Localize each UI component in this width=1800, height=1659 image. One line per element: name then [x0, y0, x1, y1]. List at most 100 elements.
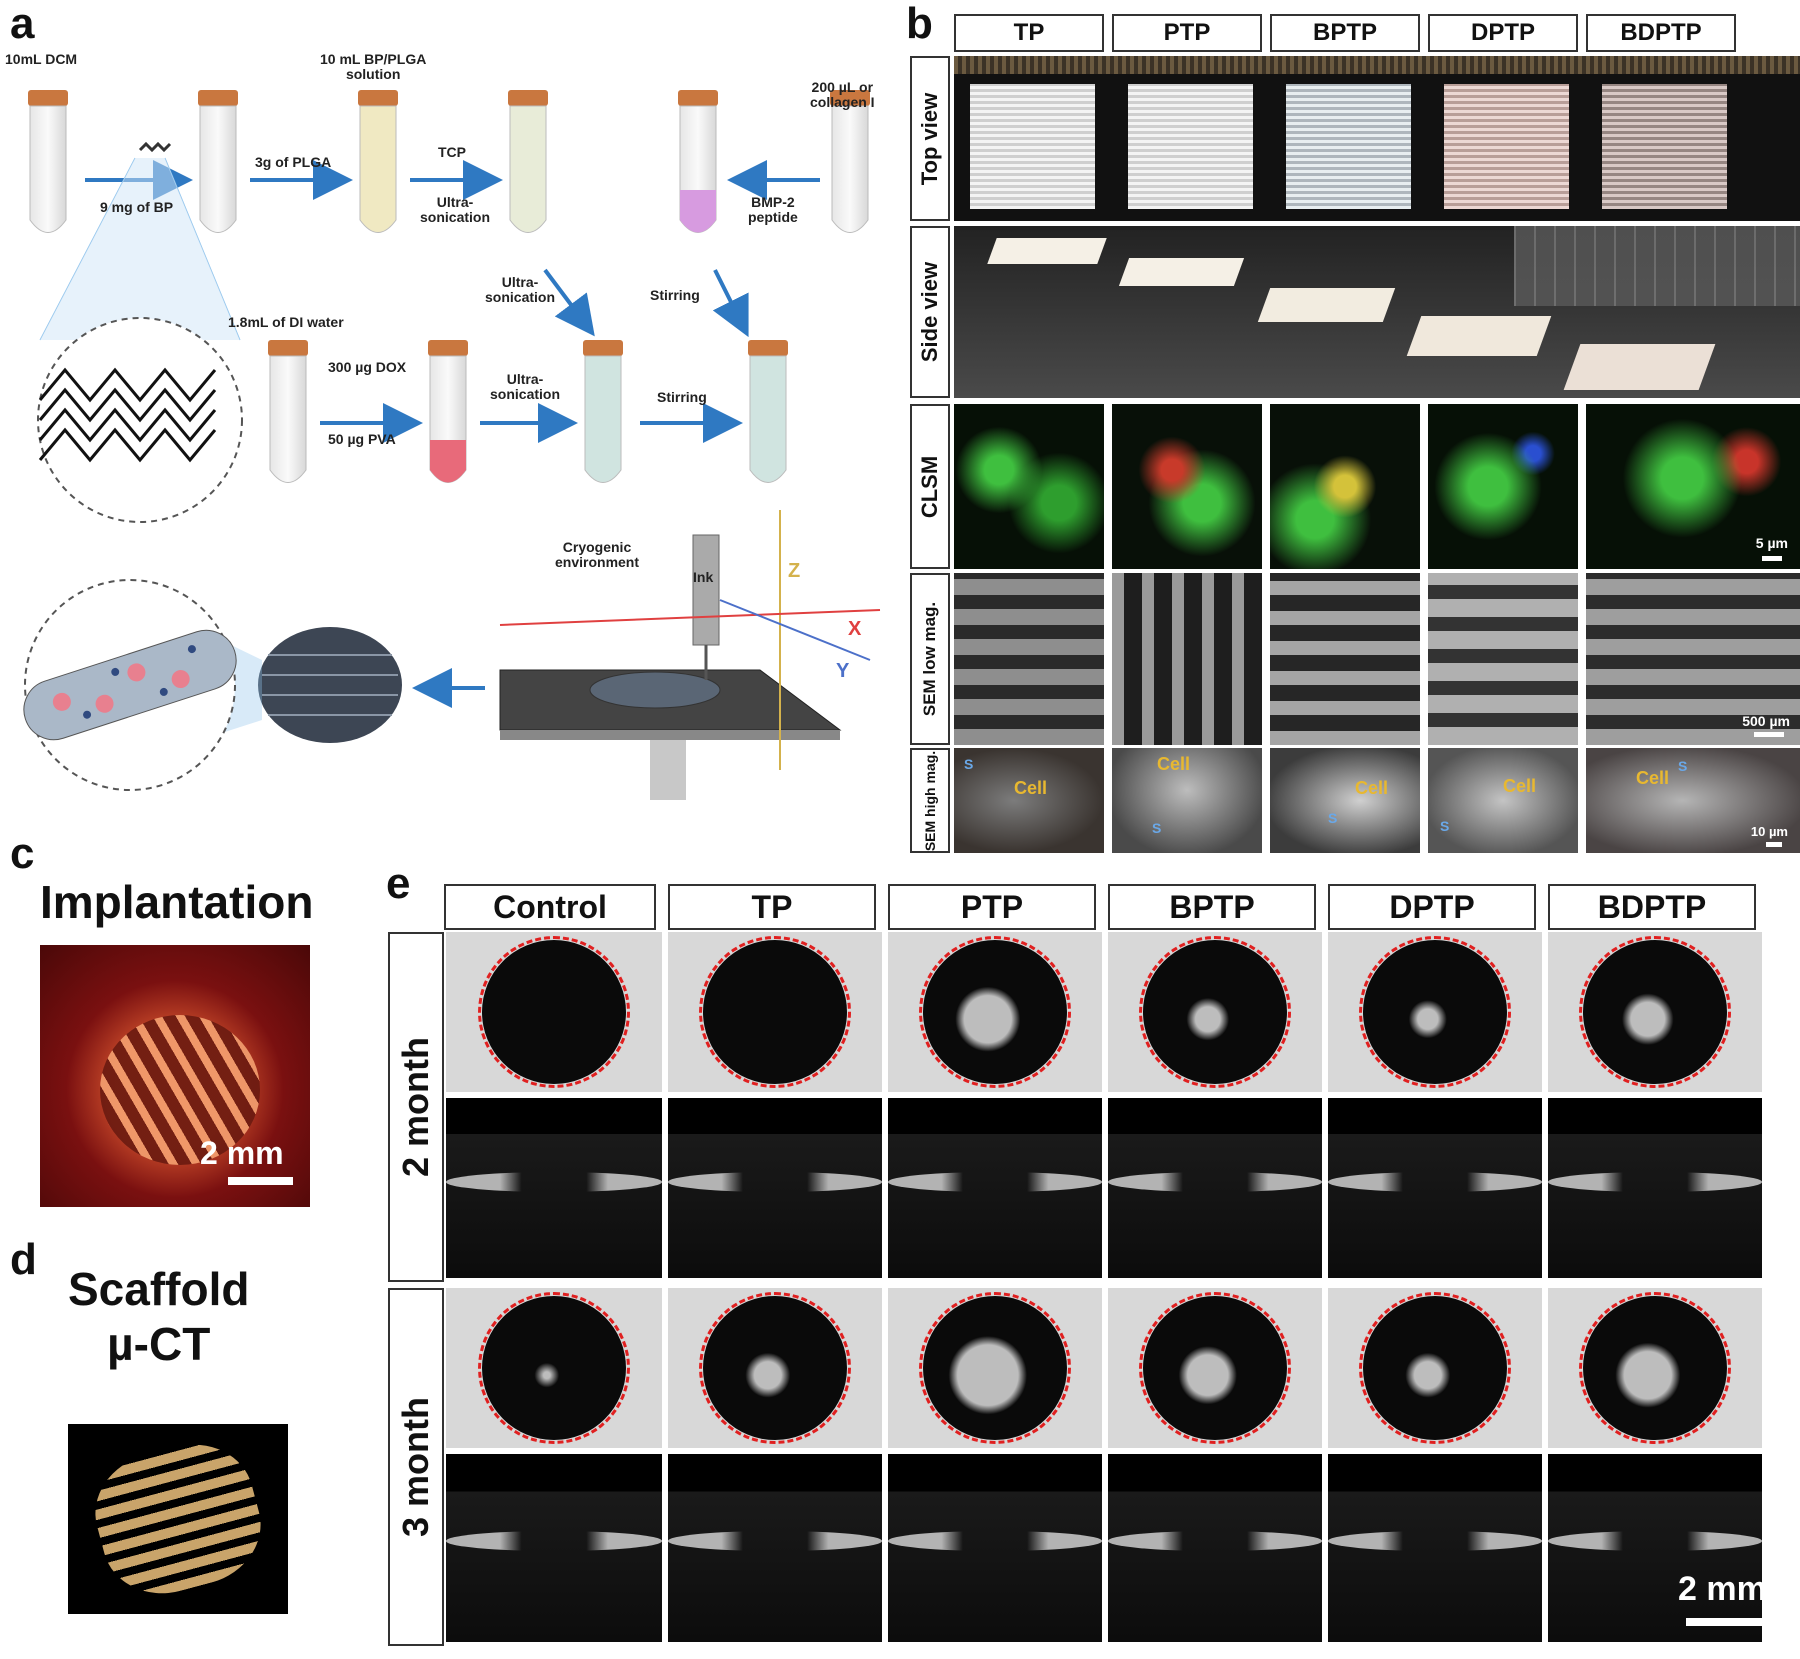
ct-3d-tp-2month [668, 932, 882, 1092]
dashed-circle [919, 1292, 1071, 1444]
bone-section [888, 1171, 1102, 1192]
ct-3d-control-3month [446, 1288, 662, 1448]
e-row-label-3month: 3 month [388, 1288, 444, 1646]
scale-bar-sem-high [1766, 842, 1782, 847]
clsm-dptp [1428, 404, 1578, 569]
label-ink: Ink [693, 569, 714, 585]
panel-letter-c: c [10, 829, 35, 878]
ct-slice-ptp-2month [888, 1098, 1102, 1278]
scaffold-side-bptp [1257, 288, 1396, 322]
sem-low-bptp [1270, 573, 1420, 745]
dashed-circle [1359, 1292, 1511, 1444]
s-label: S [1152, 820, 1162, 836]
scaffold-side-tp [987, 238, 1107, 264]
ct-3d-bptp-2month [1108, 932, 1322, 1092]
label-bp-plga: 10 mL BP/PLGA solution [320, 51, 427, 83]
label-stirring-1: Stirring [650, 287, 700, 303]
top-view-strip [954, 56, 1800, 221]
col-header-bdptp: BDPTP [1586, 14, 1736, 52]
scaffold-ct-image [68, 1424, 288, 1614]
ct-slice-dptp-2month [1328, 1098, 1542, 1278]
col-header-tp: TP [954, 14, 1104, 52]
clsm-bptp [1270, 404, 1420, 569]
tube-collagen [830, 90, 870, 233]
scale-label-ct: 2 mm [1678, 1570, 1767, 1608]
scaffold-disc [258, 627, 402, 743]
e-col-header-ptp: PTP [888, 884, 1096, 930]
bone-section [1108, 1530, 1322, 1551]
bone-section [1328, 1171, 1542, 1192]
sem-low-tp [954, 573, 1104, 745]
label-stirring-2: Stirring [657, 389, 707, 405]
panel-a-schematic: 10mL DCM 10 mL BP/PLGA solution 200 µL o… [0, 40, 900, 830]
dashed-circle [699, 936, 851, 1088]
scale-label-implant: 2 mm [200, 1135, 284, 1171]
sem-high-tp: Cell S [954, 748, 1104, 853]
bone-section [668, 1530, 882, 1551]
panel-letter-d: d [10, 1235, 37, 1284]
axis-y-label: Y [836, 660, 850, 682]
dashed-circle [699, 1292, 851, 1444]
ct-3d-bdptp-3month [1548, 1288, 1762, 1448]
label-tcp: TCP [438, 144, 466, 160]
scaffold-side-ptp [1118, 258, 1245, 286]
scaffold-top-dptp [1444, 84, 1569, 209]
label-bmp: BMP-2 peptide [748, 194, 798, 226]
sem-high-bptp: Cell S [1270, 748, 1420, 853]
dashed-circle [1139, 936, 1291, 1088]
scale-bar-sem-low [1754, 732, 1784, 737]
ct-slice-bdptp-3month [1548, 1454, 1762, 1642]
scale-label-sem-low: 500 µm [1742, 713, 1790, 729]
panel-letter-e: e [386, 859, 411, 908]
clsm-tp [954, 404, 1104, 569]
synthesis-diagram [23, 90, 881, 800]
tube-water [268, 340, 308, 483]
bone-section [1548, 1171, 1762, 1192]
ct-slice-ptp-3month [888, 1454, 1102, 1642]
ct-3d-ptp-2month [888, 932, 1102, 1092]
implantation-title: Implantation [40, 876, 314, 928]
ct-3d-ptp-3month [888, 1288, 1102, 1448]
scale-label-sem-high: 10 µm [1750, 824, 1788, 839]
dashed-circle [1359, 936, 1511, 1088]
label-pva: 50 µg PVA [328, 431, 396, 447]
scale-bar-clsm [1762, 556, 1782, 561]
dashed-circle [478, 936, 630, 1088]
implantation-photo: 2 mm [40, 945, 310, 1207]
col-header-ptp: PTP [1112, 14, 1262, 52]
ct-3d-tp-3month [668, 1288, 882, 1448]
row-label-sem-high: SEM high mag. [910, 748, 950, 853]
dashed-circle [1139, 1292, 1291, 1444]
label-plga: 3g of PLGA [255, 154, 332, 170]
tube-bmp [678, 90, 718, 233]
cell-label: Cell [1503, 776, 1537, 796]
side-view-strip [954, 226, 1800, 398]
label-dcm: 10mL DCM [5, 51, 78, 67]
ct-slice-tp-3month [668, 1454, 882, 1642]
bp-lattice [38, 367, 217, 463]
ct-3d-control-2month [446, 932, 662, 1092]
printer-stage [499, 510, 881, 800]
scaffold-top-tp [970, 84, 1095, 209]
bone-section [1328, 1530, 1542, 1551]
dashed-circle [919, 936, 1071, 1088]
panel-b-grid: TP PTP BPTP DPTP BDPTP Top view Side vie… [900, 0, 1800, 860]
col-header-bptp: BPTP [1270, 14, 1420, 52]
panel-letter-b: b [906, 0, 933, 48]
row-label-top-view: Top view [910, 56, 950, 221]
label-ultrasonication-3: Ultra- sonication [490, 371, 561, 403]
ct-3d-bdptp-2month [1548, 932, 1762, 1092]
sem-low-dptp [1428, 573, 1578, 745]
e-col-header-bptp: BPTP [1108, 884, 1316, 930]
row-label-clsm: CLSM [910, 404, 950, 569]
bone-section [446, 1171, 662, 1192]
tube-mix1 [583, 340, 623, 483]
s-label: S [964, 756, 974, 772]
ct-3d-dptp-2month [1328, 932, 1542, 1092]
e-col-header-tp: TP [668, 884, 876, 930]
label-bp-mass: 9 mg of BP [100, 199, 174, 215]
bone-section [446, 1530, 662, 1551]
arrow [543, 268, 595, 337]
ct-3d-bptp-3month [1108, 1288, 1322, 1448]
axis-x-label: X [848, 618, 862, 640]
